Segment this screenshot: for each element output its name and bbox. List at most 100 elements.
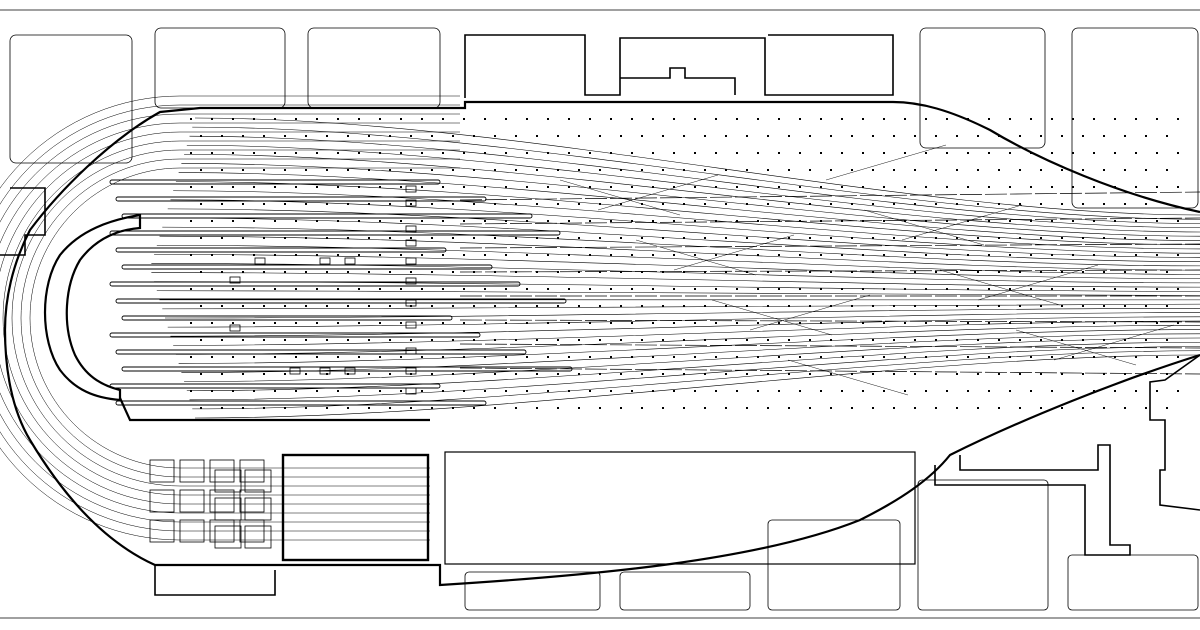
column-marker xyxy=(263,169,265,171)
column-marker xyxy=(736,254,738,256)
column-marker xyxy=(746,237,748,239)
column-marker xyxy=(1093,186,1095,188)
column-marker xyxy=(242,407,244,409)
column-marker xyxy=(704,305,706,307)
column-marker xyxy=(421,390,423,392)
column-marker xyxy=(536,135,538,137)
column-marker xyxy=(694,118,696,120)
column-marker xyxy=(746,407,748,409)
column-marker xyxy=(652,390,654,392)
column-marker xyxy=(263,237,265,239)
column-marker xyxy=(568,288,570,290)
column-marker xyxy=(578,305,580,307)
column-marker xyxy=(263,339,265,341)
column-marker xyxy=(1061,407,1063,409)
column-marker xyxy=(421,186,423,188)
column-marker xyxy=(463,322,465,324)
track xyxy=(178,172,1200,241)
column-marker xyxy=(190,322,192,324)
column-marker xyxy=(421,356,423,358)
column-marker xyxy=(1114,356,1116,358)
column-marker xyxy=(190,254,192,256)
column-marker xyxy=(568,186,570,188)
column-marker xyxy=(400,322,402,324)
column-marker xyxy=(841,118,843,120)
column-marker xyxy=(505,322,507,324)
track xyxy=(167,208,1200,258)
column-marker xyxy=(463,254,465,256)
column-marker xyxy=(988,220,990,222)
column-marker xyxy=(242,339,244,341)
column-marker xyxy=(473,203,475,205)
column-marker xyxy=(956,339,958,341)
column-marker xyxy=(715,118,717,120)
column-marker xyxy=(662,203,664,205)
column-marker xyxy=(337,322,339,324)
column-marker xyxy=(379,356,381,358)
column-marker xyxy=(872,339,874,341)
column-marker xyxy=(652,322,654,324)
column-marker xyxy=(683,271,685,273)
column-marker xyxy=(274,254,276,256)
column-marker xyxy=(1030,152,1032,154)
column-marker xyxy=(379,288,381,290)
column-marker xyxy=(190,186,192,188)
column-marker xyxy=(788,407,790,409)
column-marker xyxy=(1156,390,1158,392)
track xyxy=(173,320,1200,346)
column-marker xyxy=(1114,220,1116,222)
column-marker xyxy=(935,373,937,375)
column-marker xyxy=(452,373,454,375)
column-marker xyxy=(389,305,391,307)
column-marker xyxy=(484,356,486,358)
column-marker xyxy=(1124,169,1126,171)
column-marker xyxy=(872,203,874,205)
column-marker xyxy=(914,271,916,273)
column-marker xyxy=(799,254,801,256)
column-marker xyxy=(841,390,843,392)
column-marker xyxy=(1051,118,1053,120)
column-marker xyxy=(200,407,202,409)
column-marker xyxy=(379,254,381,256)
column-marker xyxy=(1124,237,1126,239)
column-marker xyxy=(1051,322,1053,324)
room xyxy=(214,469,242,493)
column-marker xyxy=(263,407,265,409)
column-marker xyxy=(767,169,769,171)
column-marker xyxy=(1082,407,1084,409)
column-marker xyxy=(505,254,507,256)
column-marker xyxy=(820,288,822,290)
column-marker xyxy=(1135,254,1137,256)
column-marker xyxy=(337,288,339,290)
column-marker xyxy=(452,203,454,205)
column-marker xyxy=(1082,237,1084,239)
column-marker xyxy=(211,118,213,120)
column-marker xyxy=(1166,407,1168,409)
column-marker xyxy=(977,135,979,137)
column-marker xyxy=(925,118,927,120)
column-marker xyxy=(746,339,748,341)
column-marker xyxy=(967,254,969,256)
column-marker xyxy=(736,390,738,392)
column-marker xyxy=(914,373,916,375)
column-marker xyxy=(620,135,622,137)
column-marker xyxy=(1061,271,1063,273)
column-marker xyxy=(326,203,328,205)
column-marker xyxy=(736,186,738,188)
column-marker xyxy=(484,288,486,290)
column-marker xyxy=(358,118,360,120)
column-marker xyxy=(1093,118,1095,120)
column-marker xyxy=(946,288,948,290)
column-marker xyxy=(599,339,601,341)
column-marker xyxy=(820,220,822,222)
column-marker xyxy=(935,339,937,341)
column-marker xyxy=(1145,305,1147,307)
column-marker xyxy=(956,169,958,171)
column-marker xyxy=(694,186,696,188)
column-marker xyxy=(673,322,675,324)
column-marker xyxy=(431,135,433,137)
column-marker xyxy=(683,339,685,341)
column-marker xyxy=(232,152,234,154)
column-marker xyxy=(547,322,549,324)
column-marker xyxy=(956,237,958,239)
